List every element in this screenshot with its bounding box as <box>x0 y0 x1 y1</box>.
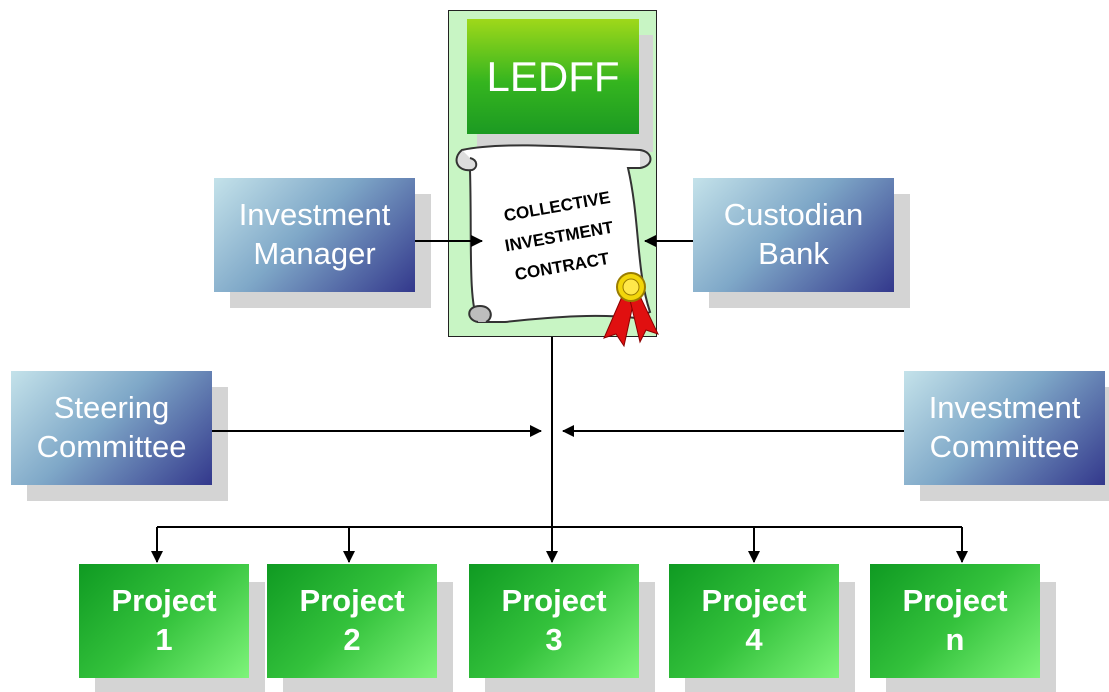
project-box-4: Project 4 <box>669 564 839 678</box>
project-4-label: Project <box>701 583 807 619</box>
steering-committee-line1: Steering <box>53 390 170 426</box>
project-box-n: Project n <box>870 564 1040 678</box>
project-1-number: 1 <box>155 622 173 657</box>
investment-committee-line1: Investment <box>928 390 1081 426</box>
investment-manager-line2: Manager <box>253 236 376 271</box>
project-n-number: n <box>945 622 965 657</box>
custodian-bank-box: Custodian Bank <box>693 178 894 292</box>
investment-committee-line2: Committee <box>929 429 1080 464</box>
investment-committee-box: Investment Committee <box>904 371 1105 485</box>
seal-ribbon-icon <box>603 272 659 348</box>
steering-committee-line2: Committee <box>36 429 187 464</box>
investment-manager-line1: Investment <box>238 197 391 233</box>
project-3-number: 3 <box>545 622 563 657</box>
project-4-number: 4 <box>745 622 763 657</box>
project-1-label: Project <box>111 583 217 619</box>
investment-manager-box: Investment Manager <box>214 178 415 292</box>
custodian-bank-line1: Custodian <box>723 197 864 233</box>
project-2-label: Project <box>299 583 405 619</box>
project-2-number: 2 <box>343 622 361 657</box>
contract-scroll-icon: COLLECTIVE INVESTMENT CONTRACT <box>455 144 652 323</box>
project-3-label: Project <box>501 583 607 619</box>
steering-committee-box: Steering Committee <box>11 371 212 485</box>
custodian-bank-line2: Bank <box>758 236 829 271</box>
ledff-title-box: LEDFF <box>467 19 639 134</box>
project-n-label: Project <box>902 583 1008 619</box>
ledff-title: LEDFF <box>486 52 620 100</box>
project-box-1: Project 1 <box>79 564 249 678</box>
project-box-3: Project 3 <box>469 564 639 678</box>
project-box-2: Project 2 <box>267 564 437 678</box>
